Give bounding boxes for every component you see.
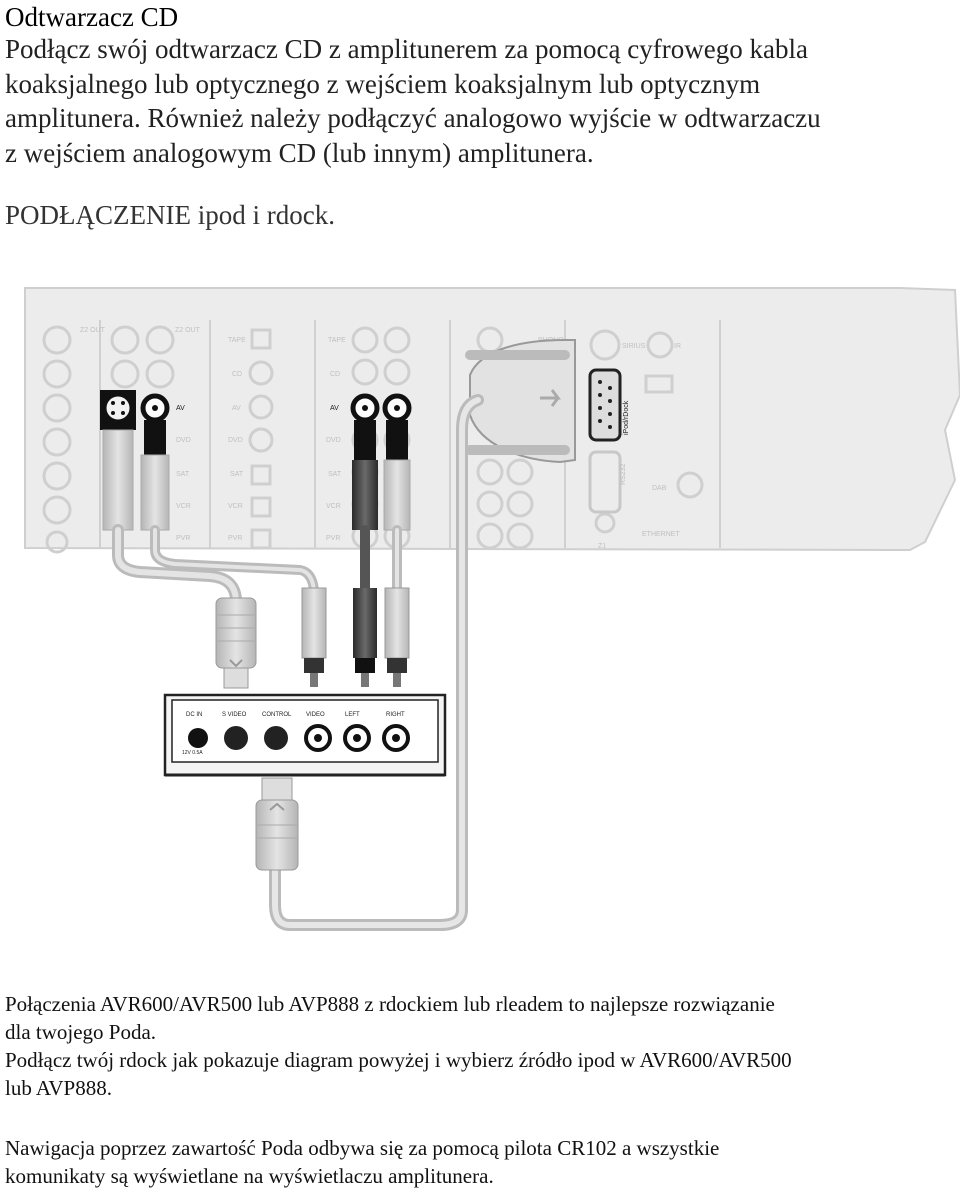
left-jack-column xyxy=(42,325,72,554)
rca-audio-plugs-rdock xyxy=(353,587,410,687)
sat-label-audio: SAT xyxy=(328,471,342,478)
rs232-port: RS232 xyxy=(588,450,627,514)
rdock-control-label: CONTROL xyxy=(262,712,292,718)
s-video-plug-rdock xyxy=(215,597,257,689)
tape-label-video: TAPE xyxy=(228,337,246,344)
dvd-label-audio: DVD xyxy=(326,437,341,444)
dvd-label-zone: DVD xyxy=(176,437,191,444)
rca-video-plug-receiver xyxy=(140,393,170,531)
av-label-video: AV xyxy=(232,405,241,412)
sirius-label: SIRIUS xyxy=(622,343,646,350)
dab-label: DAB xyxy=(652,485,667,492)
tape-label-audio: TAPE xyxy=(328,337,346,344)
footer-line: komunikaty są wyświetlane na wyświetlacz… xyxy=(5,1164,494,1188)
intro-line: z wejściem analogowym CD (lub innym) amp… xyxy=(5,137,594,168)
footer-paragraph: Nawigacja poprzez zawartość Poda odbywa … xyxy=(5,1134,719,1190)
footer-line: Nawigacja poprzez zawartość Poda odbywa … xyxy=(5,1136,720,1160)
cd-label-audio: CD xyxy=(330,371,340,378)
caption-line: Podłącz twój rdock jak pokazuje diagram … xyxy=(5,1048,792,1072)
vcr-label-audio: VCR xyxy=(326,503,341,510)
caption-line: Połączenia AVR600/AVR500 lub AVP888 z rd… xyxy=(5,992,775,1016)
s-video-plug-receiver xyxy=(100,390,136,531)
rdock-unit: DC IN 12V 0.5A S VIDEO CONTROL VIDEO LEF… xyxy=(163,693,447,777)
zone2-jacks xyxy=(110,325,175,389)
ethernet-label: ETHERNET xyxy=(642,531,680,538)
rdock-dc-spec-label: 12V 0.5A xyxy=(182,750,203,756)
intro-paragraph: Podłącz swój odtwarzacz CD z amplitunere… xyxy=(5,32,821,170)
section-heading: PODŁĄCZENIE ipod i rdock. xyxy=(5,200,335,230)
rca-jacks-rdock xyxy=(304,724,410,752)
page-heading: Odtwarzacz CD xyxy=(5,2,179,32)
control-cable-plug xyxy=(255,777,299,871)
control-jack xyxy=(264,726,288,750)
s-video-jack xyxy=(224,726,248,750)
cables xyxy=(112,394,484,931)
rca-audio-plugs-receiver xyxy=(350,393,412,531)
av-label-zone: AV xyxy=(176,405,185,412)
ipod-rdock-port-label: iPod/rDock xyxy=(623,400,630,435)
z2-out-right-label: Z2 OUT xyxy=(175,327,201,334)
pvr-label-video: PVR xyxy=(228,535,242,542)
pvr-label-audio: PVR xyxy=(326,535,340,542)
caption-line: dla twojego Poda. xyxy=(5,1020,157,1044)
intro-line: Podłącz swój odtwarzacz CD z amplitunere… xyxy=(5,34,808,64)
av-label-audio: AV xyxy=(330,405,339,412)
video-input-column xyxy=(248,328,274,550)
dvd-label-video: DVD xyxy=(228,437,243,444)
sat-label-zone: SAT xyxy=(176,471,190,478)
caption-line: lub AVP888. xyxy=(5,1076,112,1100)
z1-label: Z1 xyxy=(598,543,606,550)
rdock-s-video-label: S VIDEO xyxy=(222,712,247,718)
vcr-label-video: VCR xyxy=(228,503,243,510)
dc-in-jack xyxy=(188,728,208,748)
cd-label-video: CD xyxy=(232,371,242,378)
rdock-right-label: RIGHT xyxy=(386,712,405,718)
caption-paragraph: Połączenia AVR600/AVR500 lub AVP888 z rd… xyxy=(5,990,792,1102)
intro-line: koaksjalnego lub optycznego z wejściem k… xyxy=(5,68,761,99)
z2-out-left-label: Z2 OUT xyxy=(80,327,106,334)
rs232-label: RS232 xyxy=(620,463,627,485)
rdock-video-label: VIDEO xyxy=(306,712,325,718)
pvr-label-zone: PVR xyxy=(176,535,190,542)
rdock-left-label: LEFT xyxy=(345,712,360,718)
intro-line: amplitunera. Również należy podłączyć an… xyxy=(5,103,821,133)
db9-plug-receiver: iPod/rDock xyxy=(465,339,630,464)
ir-label: IR xyxy=(674,343,681,350)
rdock-dc-in-label: DC IN xyxy=(186,712,202,718)
vcr-label-zone: VCR xyxy=(176,503,191,510)
rca-video-plug-rdock xyxy=(301,587,327,687)
connection-diagram: RS232 Z2 OUT Z2 OUT TAPE TAPE CD CD AV A… xyxy=(24,287,960,931)
sat-label-video: SAT xyxy=(230,471,244,478)
